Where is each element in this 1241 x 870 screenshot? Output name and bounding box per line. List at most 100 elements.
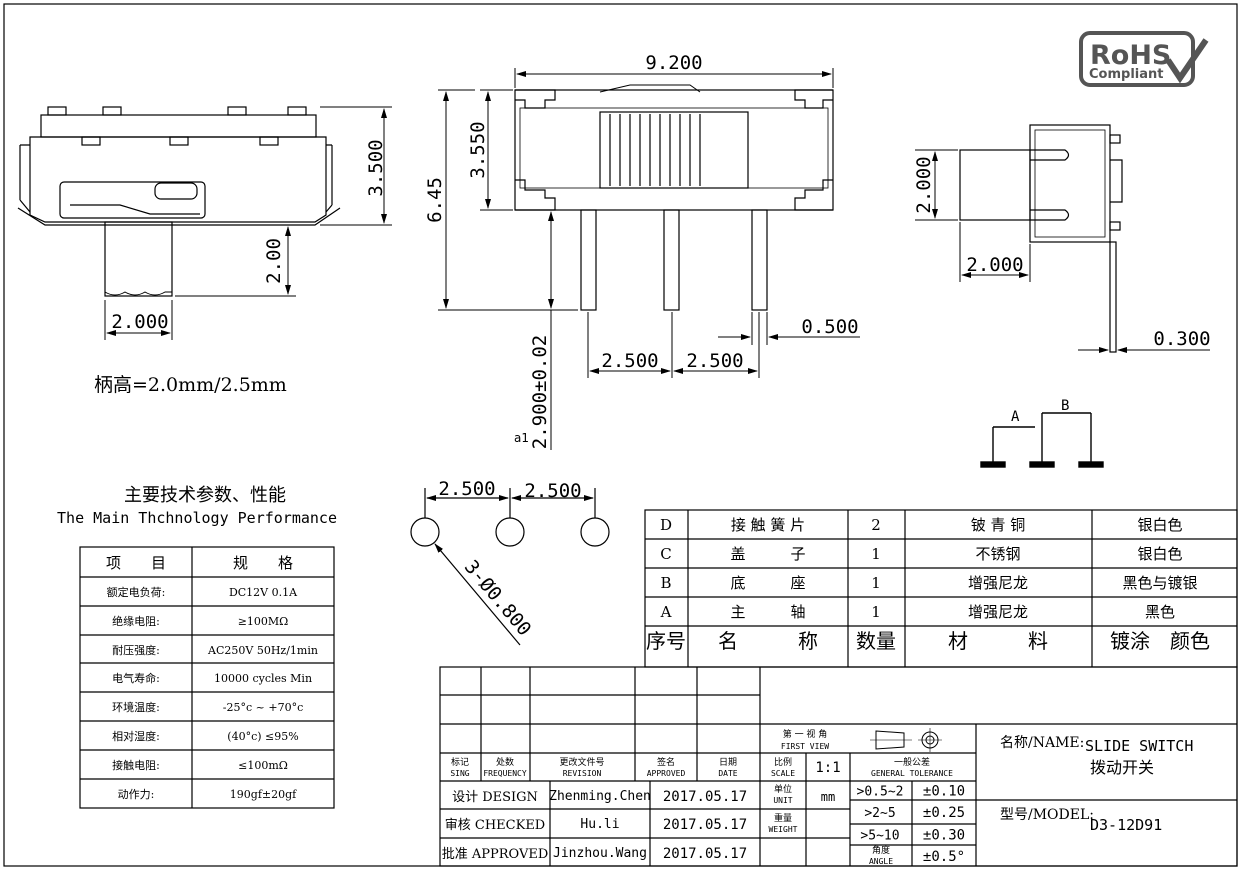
- name-cn: 拨动开关: [1090, 758, 1154, 777]
- bom-cell: D: [660, 516, 672, 534]
- dim-side-handle-height: 2.00: [263, 238, 285, 284]
- dim-right-pin-thickness: 0.300: [1153, 328, 1210, 350]
- bom-cell: 银白色: [1137, 516, 1182, 534]
- tol-value: ±0.25: [923, 805, 965, 821]
- spec-header-item: 项 目: [106, 554, 166, 572]
- bom-cell: 底 座: [730, 574, 805, 592]
- dim-pin-pitch-2: 2.500: [686, 350, 743, 372]
- checked-date: 2017.05.17: [663, 817, 747, 833]
- bom-table: [644, 509, 1238, 668]
- angle-cn: 角度: [872, 844, 890, 856]
- checked-name: Hu.li: [580, 817, 619, 832]
- approved-name: Jinzhou.Wang: [553, 846, 647, 861]
- view-en: FIRST VIEW: [781, 742, 829, 751]
- spec-row-value: 10000 cycles Min: [214, 672, 312, 685]
- rev-col-cn: 签名: [657, 756, 675, 768]
- tol-range: >5~10: [860, 829, 899, 844]
- weight-cn: 重量: [774, 812, 792, 824]
- pcb-pitch-1: 2.500: [438, 478, 495, 500]
- tol-cn: 一般公差: [894, 756, 930, 768]
- rohs-logo-line2: Compliant: [1089, 67, 1163, 82]
- spec-row-value: -25°c ~ +70°c: [223, 701, 303, 714]
- check-mark-icon: [1165, 38, 1209, 84]
- rev-col-en: SING: [450, 769, 469, 778]
- spec-row-value: ≤100mΩ: [238, 759, 288, 772]
- title-block: [439, 666, 1238, 867]
- dim-side-handle-width: 2.000: [111, 311, 168, 333]
- approved-label: 批准 APPROVED: [442, 847, 549, 862]
- handle-height-note: 柄高=2.0mm/2.5mm: [94, 374, 287, 396]
- spec-table: [79, 546, 335, 809]
- spec-title-cn: 主要技术参数、性能: [124, 485, 286, 506]
- rev-col-cn: 处数: [496, 756, 514, 768]
- design-date: 2017.05.17: [663, 789, 747, 805]
- rohs-logo-line1: RoHS: [1090, 40, 1171, 71]
- bom-cell: 增强尼龙: [968, 603, 1028, 621]
- model-label: 型号/MODEL:: [1000, 807, 1094, 823]
- unit-value: mm: [821, 790, 835, 804]
- bom-cell: 银白色: [1137, 545, 1182, 563]
- name-en: SLIDE SWITCH: [1085, 737, 1193, 755]
- dim-total-height: 6.45: [424, 177, 446, 223]
- spec-row-label: 动作力:: [118, 788, 155, 801]
- tol-range: >2~5: [864, 806, 895, 821]
- end-view: [959, 124, 1123, 353]
- front-view: [514, 84, 834, 311]
- end-view-dimensions: [915, 149, 1210, 353]
- spec-header-spec: 规 格: [233, 554, 293, 572]
- spec-row-label: 接触电阻:: [112, 758, 160, 772]
- bom-header-cell: 数量: [856, 629, 896, 653]
- spec-table-text: 项 目规 格额定电负荷:DC12V 0.1A绝缘电阻:≥100MΩ耐压强度:AC…: [106, 554, 318, 801]
- front-view-dimensions: [438, 68, 860, 450]
- angle-value: ±0.5°: [923, 849, 965, 865]
- dim-pin-pitch-1: 2.500: [601, 350, 658, 372]
- tol-range: >0.5~2: [857, 785, 904, 800]
- bom-cell: 增强尼龙: [968, 574, 1028, 592]
- name-label: 名称/NAME:: [1000, 735, 1084, 751]
- spec-row-label: 环境温度:: [112, 700, 160, 714]
- scale-value: 1:1: [815, 760, 840, 776]
- bom-cell: C: [660, 545, 671, 563]
- circuit-symbol: [980, 412, 1104, 468]
- bom-header-cell: 镀涂 颜色: [1110, 629, 1210, 653]
- rev-col-cn: 标记: [451, 756, 469, 768]
- bom-cell: 接 触 簧 片: [731, 516, 805, 534]
- spec-row-label: 电气寿命:: [112, 671, 160, 685]
- spec-row-label: 耐压强度:: [112, 643, 160, 657]
- dim-right-handle-height: 2.000: [913, 156, 935, 213]
- dim-a1-label: a1: [514, 431, 529, 445]
- spec-row-value: AC250V 50Hz/1min: [207, 644, 318, 657]
- approved-date: 2017.05.17: [663, 846, 747, 862]
- dim-pin-width: 0.500: [801, 316, 858, 338]
- bom-cell: 1: [871, 603, 881, 621]
- spec-title-en: The Main Thchnology Performance: [57, 509, 337, 527]
- design-label: 设计 DESIGN: [452, 790, 538, 805]
- rev-col-en: FREQUENCY: [483, 769, 527, 778]
- spec-row-label: 绝缘电阻:: [112, 614, 160, 628]
- angle-en: ANGLE: [869, 857, 893, 866]
- design-name: Zhenming.Chen: [549, 789, 651, 804]
- side-view-dimensions: [104, 106, 392, 340]
- bom-cell: A: [660, 603, 672, 621]
- bom-cell: 铍 青 铜: [971, 516, 1026, 534]
- circuit-label-b: B: [1061, 398, 1069, 414]
- pcb-hole-label: 3-Ø0.800: [460, 556, 536, 640]
- side-view: [17, 106, 341, 297]
- weight-en: WEIGHT: [769, 825, 798, 834]
- bom-cell: B: [660, 574, 671, 592]
- spec-row-value: (40°c) ≤95%: [227, 730, 298, 743]
- unit-en: UNIT: [773, 796, 792, 805]
- bom-cell: 盖 子: [730, 545, 805, 563]
- rev-col-en: DATE: [718, 769, 737, 778]
- spec-row-value: DC12V 0.1A: [229, 586, 298, 599]
- bom-header-cell: 序号: [646, 629, 686, 653]
- bom-cell: 黑色与镀银: [1122, 574, 1197, 592]
- spec-row-label: 相对湿度:: [112, 729, 160, 743]
- circuit-label-a: A: [1011, 409, 1020, 425]
- title-block-text: 标记SING处数FREQUENCY更改文件号REVISION签名APPROVED…: [442, 756, 965, 862]
- dim-right-handle-width: 2.000: [966, 254, 1023, 276]
- view-cn: 第 一 视 角: [783, 728, 828, 740]
- bom-cell: 2: [871, 516, 881, 534]
